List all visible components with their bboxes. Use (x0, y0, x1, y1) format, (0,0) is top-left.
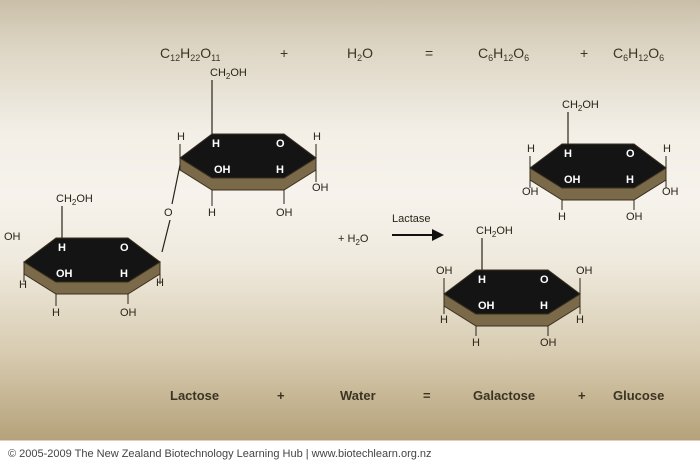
svg-text:H: H (19, 279, 27, 291)
formula-lactose: C12H22O11 (160, 45, 221, 63)
arrow-head (432, 229, 444, 241)
enzyme-label: Lactase (392, 213, 431, 225)
svg-text:H: H (313, 131, 321, 143)
top-plus-1: + (280, 45, 288, 61)
svg-text:H: H (52, 307, 60, 319)
reaction-arrow-group: + H2O Lactase (338, 213, 444, 247)
svg-text:OH: OH (626, 211, 643, 223)
svg-text:OH: OH (540, 337, 557, 349)
bottom-equals: = (423, 388, 431, 403)
svg-text:H: H (276, 164, 284, 176)
svg-text:OH: OH (4, 231, 21, 243)
formula-glucose: C6H12O6 (613, 45, 664, 63)
galactose-ring: CH2OH H O OH H H H OH OH H OH (522, 99, 679, 223)
label-water: Water (340, 388, 376, 403)
label-galactose: Galactose (473, 388, 535, 403)
svg-text:H: H (472, 337, 480, 349)
svg-text:H: H (527, 143, 535, 155)
svg-text:OH: OH (564, 174, 581, 186)
top-equals: = (425, 45, 433, 61)
bottom-equation: Lactose + Water = Galactose + Glucose (170, 388, 664, 403)
svg-text:O: O (540, 274, 549, 286)
copyright-footer: © 2005-2009 The New Zealand Biotechnolog… (0, 440, 700, 467)
svg-text:O: O (276, 138, 285, 150)
glucose-ring: CH2OH H O OH H OH OH H H H OH (436, 225, 593, 349)
top-plus-2: + (580, 45, 588, 61)
svg-text:OH: OH (312, 182, 329, 194)
svg-text:OH: OH (276, 207, 293, 219)
svg-text:H: H (208, 207, 216, 219)
lactose-ring-upper: CH2OH H O OH H H H OH H OH (177, 67, 329, 219)
svg-text:H: H (626, 174, 634, 186)
svg-text:O: O (120, 242, 129, 254)
svg-text:O: O (626, 148, 635, 160)
svg-text:O: O (164, 207, 173, 219)
svg-text:H: H (558, 211, 566, 223)
svg-text:CH2OH: CH2OH (476, 225, 513, 239)
svg-text:H: H (440, 314, 448, 326)
glycosidic-bond: O (161, 164, 181, 253)
svg-text:OH: OH (214, 164, 231, 176)
label-glucose: Glucose (613, 388, 664, 403)
svg-text:OH: OH (522, 186, 539, 198)
svg-text:H: H (478, 274, 486, 286)
svg-text:OH: OH (436, 265, 453, 277)
bottom-plus-1: + (277, 388, 285, 403)
svg-text:H: H (540, 300, 548, 312)
lactose-hydrolysis-diagram: C12H22O11 + H2O = C6H12O6 + C6H12O6 CH2O… (4, 45, 679, 403)
label-lactose: Lactose (170, 388, 219, 403)
svg-text:H: H (663, 143, 671, 155)
svg-text:H: H (564, 148, 572, 160)
plus-water-label: + H2O (338, 233, 369, 247)
svg-text:H: H (156, 277, 164, 289)
svg-text:OH: OH (576, 265, 593, 277)
svg-text:H: H (58, 242, 66, 254)
svg-text:H: H (177, 131, 185, 143)
diagram-canvas: C12H22O11 + H2O = C6H12O6 + C6H12O6 CH2O… (0, 0, 700, 440)
bottom-plus-2: + (578, 388, 586, 403)
formula-water: H2O (347, 45, 373, 63)
lactose-ring-lower: CH2OH H O OH H OH H H OH H (4, 193, 164, 319)
svg-text:OH: OH (120, 307, 137, 319)
svg-text:OH: OH (56, 268, 73, 280)
svg-text:CH2OH: CH2OH (562, 99, 599, 113)
svg-text:H: H (120, 268, 128, 280)
ch2oh-label: CH2OH (210, 67, 247, 81)
top-equation: C12H22O11 + H2O = C6H12O6 + C6H12O6 (160, 45, 664, 63)
svg-text:OH: OH (662, 186, 679, 198)
svg-text:H: H (212, 138, 220, 150)
svg-text:OH: OH (478, 300, 495, 312)
svg-text:CH2OH: CH2OH (56, 193, 93, 207)
svg-text:H: H (576, 314, 584, 326)
formula-galactose: C6H12O6 (478, 45, 529, 63)
